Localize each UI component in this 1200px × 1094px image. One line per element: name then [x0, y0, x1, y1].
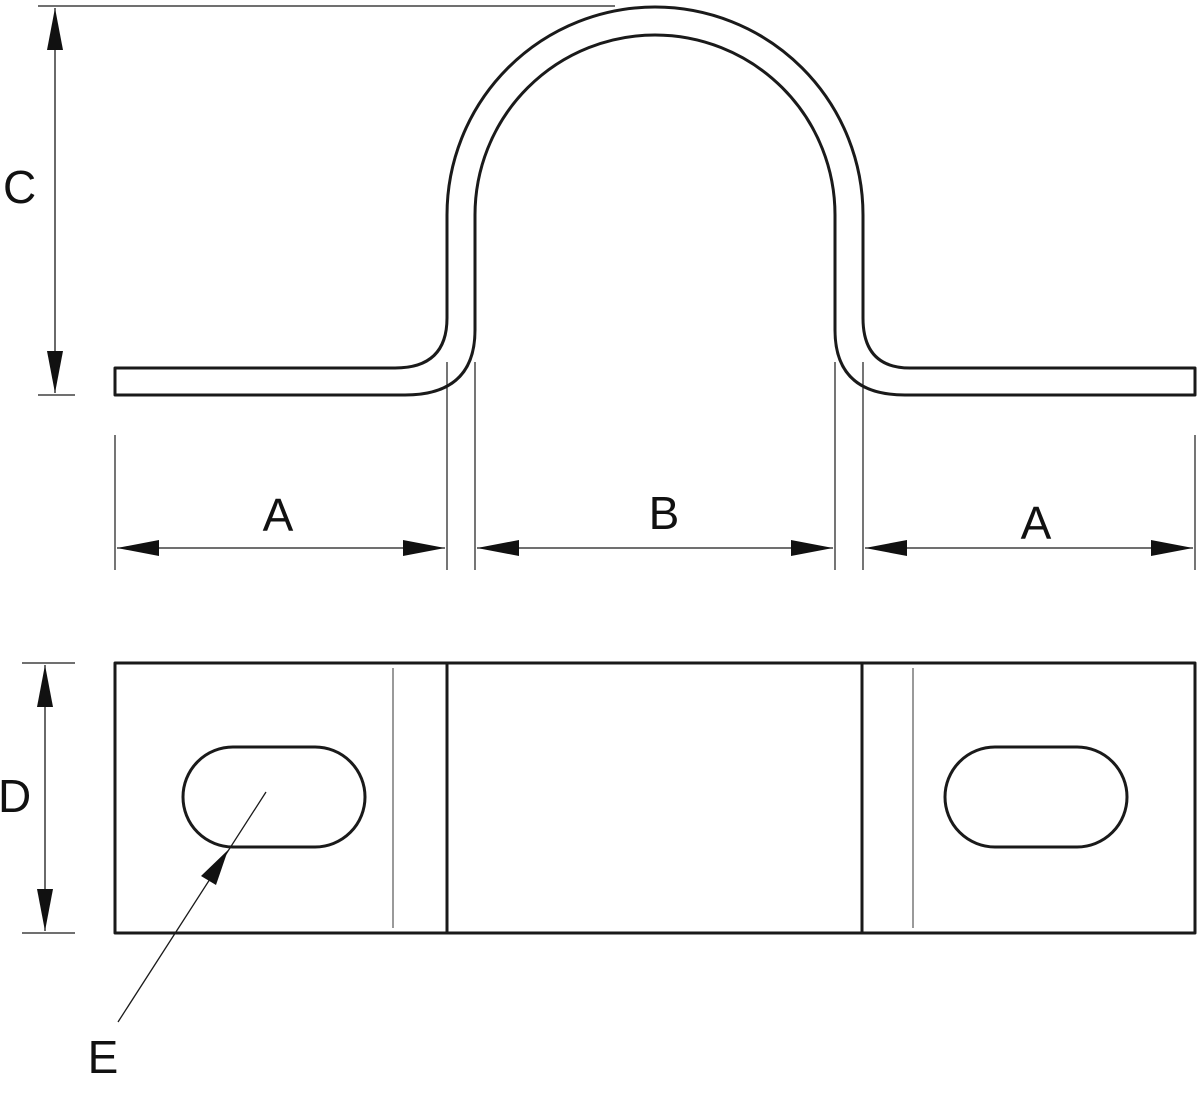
arrowhead-e	[201, 850, 228, 885]
plate-outline	[113, 661, 1197, 935]
label-c: C	[3, 161, 36, 213]
leader-line-e	[117, 791, 267, 1023]
arrowhead-d-top	[37, 665, 53, 707]
arrowhead-b-start	[477, 540, 519, 556]
label-a-right: A	[1021, 497, 1052, 549]
arrowhead-c-bottom	[47, 351, 63, 393]
arrowhead-d-bottom	[37, 889, 53, 931]
strap-profile	[113, 5, 1197, 397]
plan-view: D E	[0, 661, 1197, 1083]
label-e: E	[88, 1031, 119, 1083]
slot-right	[943, 745, 1129, 849]
arrowhead-c-top	[47, 8, 63, 50]
arrowhead-a-right-start	[865, 540, 907, 556]
arrowhead-a-left-end	[403, 540, 445, 556]
label-d: D	[0, 770, 31, 822]
slot-left	[181, 745, 367, 849]
label-b: B	[649, 487, 680, 539]
arrowhead-a-left-start	[117, 540, 159, 556]
label-a-left: A	[263, 489, 294, 541]
arrowhead-b-end	[791, 540, 833, 556]
side-view: C A B A	[3, 5, 1197, 570]
arrowhead-a-right-end	[1151, 540, 1193, 556]
